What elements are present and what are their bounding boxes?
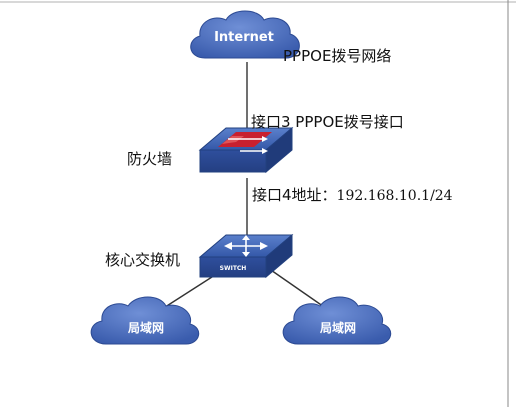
firewall-icon	[198, 126, 294, 174]
switch-badge-label: SWITCH	[220, 265, 247, 272]
edge-label-pppoe-network: PPPOE拨号网络	[283, 47, 392, 65]
edge-label-interface-3: 接口3 PPPOE拨号接口	[251, 113, 404, 131]
interface-4-prefix: 接口4地址：	[252, 186, 337, 204]
lan-left-label: 局域网	[128, 320, 164, 335]
lan-left-cloud-icon	[90, 296, 200, 345]
lan-right-cloud-icon	[282, 296, 392, 345]
edge-label-interface-4: 接口4地址：192.168.10.1/24	[252, 186, 453, 205]
firewall-label: 防火墙	[127, 150, 173, 168]
lan-right-label: 局域网	[320, 320, 356, 335]
core-switch-label: 核心交换机	[105, 251, 181, 269]
core-switch-icon	[198, 233, 294, 279]
interface-4-address: 192.168.10.1/24	[336, 188, 453, 204]
internet-cloud-icon	[190, 10, 300, 59]
internet-label: Internet	[214, 30, 274, 45]
